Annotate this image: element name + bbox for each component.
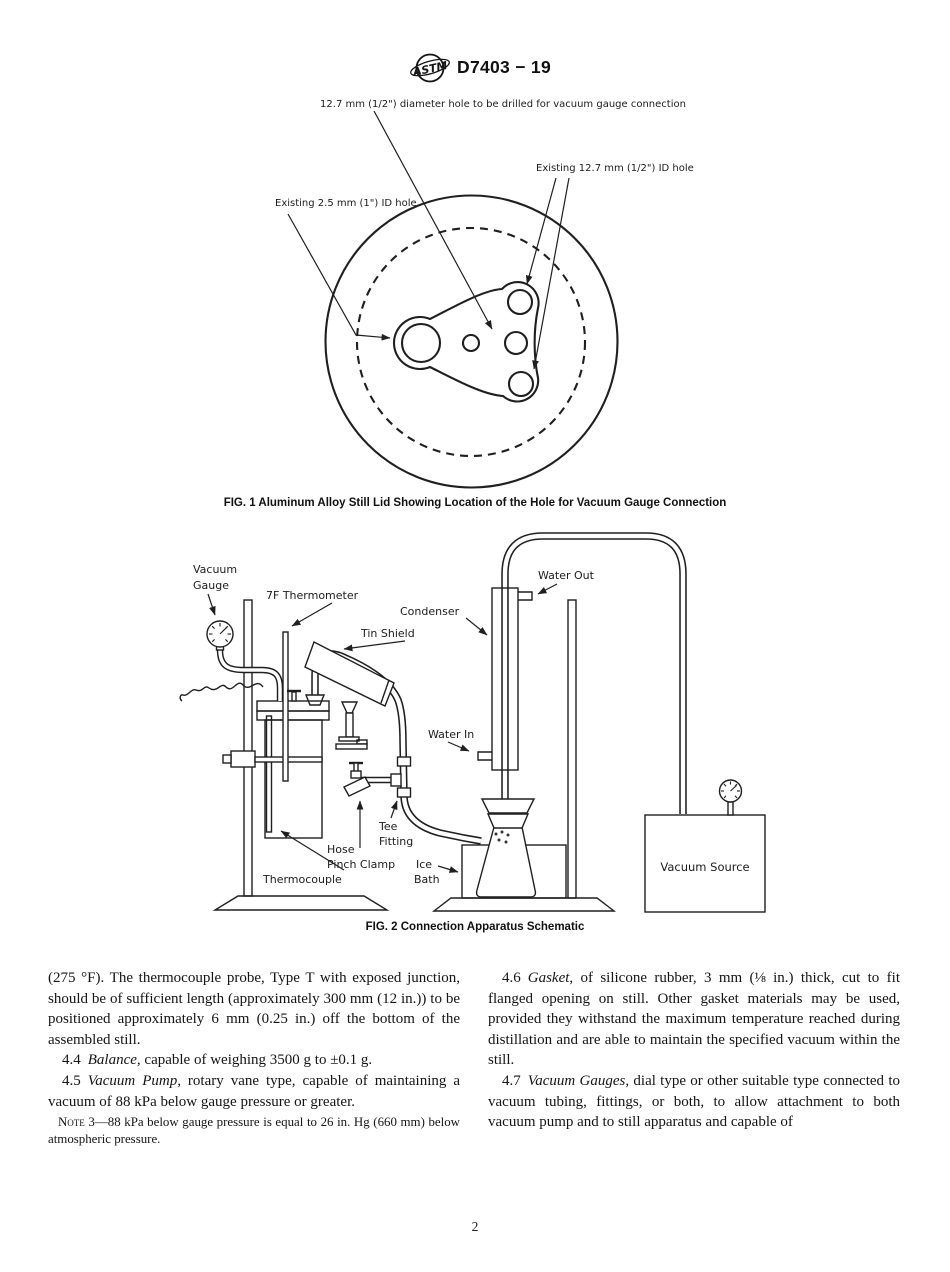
tee-fitting-collar-top	[396, 756, 412, 767]
fig1-label-existing-left: Existing 2.5 mm (1") ID hole	[275, 198, 417, 209]
note-label: Note 3	[58, 1115, 95, 1130]
label-vacuum-source: Vacuum Source	[660, 860, 749, 874]
condenser	[477, 587, 533, 771]
tin-shield-plate	[304, 641, 395, 707]
existing-1in-hole	[400, 322, 442, 364]
defined-term: Vacuum Pump,	[87, 1072, 181, 1089]
water-in-stub	[477, 751, 492, 761]
fig1-label-drill-hole: 12.7 mm (1/2") diameter hole to be drill…	[320, 99, 686, 110]
label-ice-bath: Ice	[416, 858, 432, 871]
vacuum-tubing	[501, 532, 687, 814]
text-column-left: (275 °F). The thermocouple probe, Type T…	[48, 968, 460, 1149]
thermometer-rod	[282, 631, 289, 782]
existing-half-in-hole-bottom	[507, 370, 535, 398]
left-stand-base	[212, 895, 390, 911]
label-vacuum-gauge: Vacuum	[193, 563, 237, 576]
water-out-stub	[518, 591, 533, 601]
figure-2-apparatus-schematic: Vacuum Gauge 7F Thermometer Tin Shield C…	[179, 532, 766, 913]
receiving-flask	[475, 798, 537, 898]
label-thermometer: 7F Thermometer	[266, 589, 359, 602]
ice-dots	[494, 830, 510, 844]
svg-text:Fitting: Fitting	[379, 835, 413, 848]
stand-clamp	[230, 750, 256, 768]
right-stand-base	[431, 897, 617, 912]
figure-2-caption: FIG. 2 Connection Apparatus Schematic	[365, 921, 585, 933]
label-thermocouple: Thermocouple	[262, 873, 342, 886]
still-pot	[222, 631, 330, 839]
still-head-port	[304, 694, 326, 706]
burner-support	[335, 701, 368, 750]
svg-text:Bath: Bath	[414, 873, 440, 886]
section-number: 4.6	[502, 970, 521, 986]
fig1-leader-lines	[287, 110, 570, 370]
fig1-label-existing-right: Existing 12.7 mm (1/2") ID hole	[536, 163, 694, 174]
defined-term: Gasket,	[527, 970, 574, 986]
page-number: 2	[471, 1219, 479, 1234]
vacuum-gauge-assembly	[179, 620, 284, 702]
thermocouple-wire	[179, 682, 264, 702]
existing-half-in-hole-top	[506, 288, 534, 316]
label-tee-fitting: Tee	[378, 820, 398, 833]
section-number: 4.4	[62, 1052, 81, 1069]
still-body	[264, 719, 323, 839]
hose-pinch-clamp-body	[343, 776, 371, 797]
label-condenser: Condenser	[400, 605, 460, 618]
figure-1-caption: FIG. 1 Aluminum Alloy Still Lid Showing …	[223, 497, 727, 509]
label-hose-pinch-clamp: Hose	[327, 843, 355, 856]
left-stand-pole	[243, 599, 253, 897]
defined-term: Vacuum Gauges,	[527, 1072, 630, 1089]
center-hole	[461, 333, 481, 353]
label-water-in: Water In	[428, 728, 474, 741]
figure-1-still-lid-diagram: 12.7 mm (1/2") diameter hole to be drill…	[275, 99, 694, 489]
fig2-labels: Vacuum Gauge 7F Thermometer Tin Shield C…	[193, 563, 750, 886]
section-number: 4.5	[62, 1072, 81, 1089]
paragraph-thermocouple-continuation: (275 °F). The thermocouple probe, Type T…	[48, 970, 460, 1048]
defined-term: Balance,	[87, 1052, 141, 1069]
funnel-adapter	[480, 798, 536, 814]
tee-fitting-collar-bottom	[396, 787, 412, 798]
label-tin-shield: Tin Shield	[360, 627, 415, 640]
label-water-out: Water Out	[538, 569, 595, 582]
hole-to-be-drilled	[503, 330, 529, 356]
astm-logo-icon: ASTM	[410, 53, 450, 83]
standard-designation: D7403 − 19	[457, 57, 551, 77]
thermocouple-probe	[265, 715, 273, 833]
note-3: Note 3—88 kPa below gauge pressure is eq…	[48, 1115, 460, 1147]
right-stand-pole	[567, 599, 577, 899]
svg-text:Gauge: Gauge	[193, 579, 229, 592]
section-number: 4.7	[502, 1072, 521, 1089]
svg-text:Pinch Clamp: Pinch Clamp	[327, 858, 395, 871]
vacuum-source-box	[644, 779, 766, 913]
lid-bolt	[291, 691, 297, 702]
svg-text:ASTM: ASTM	[411, 59, 449, 79]
still-lid-outline	[324, 194, 619, 489]
